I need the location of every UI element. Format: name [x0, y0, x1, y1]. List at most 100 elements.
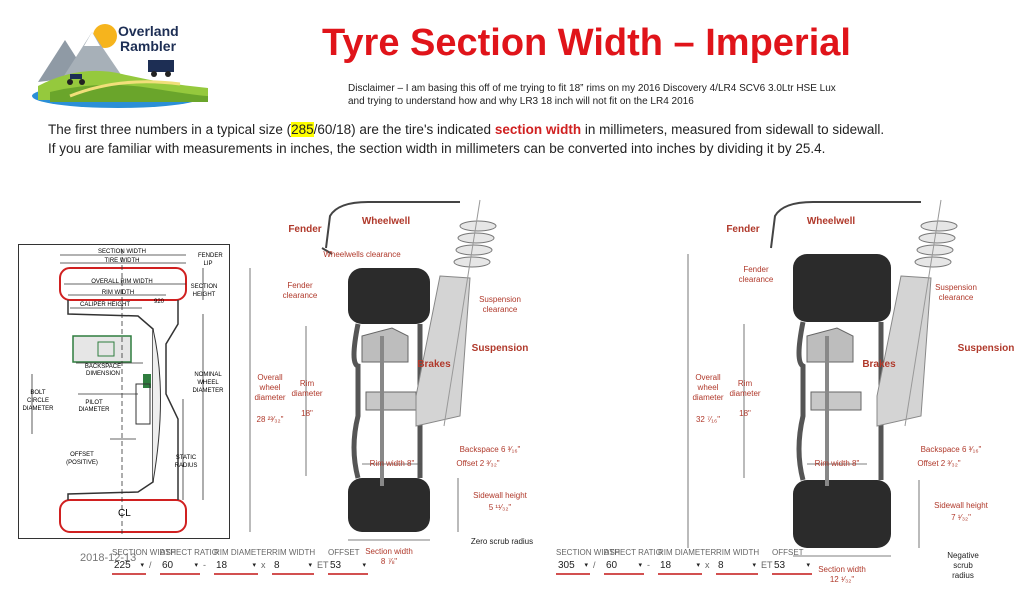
calc-value: 18 — [660, 559, 672, 571]
calc-separator: - — [647, 560, 650, 570]
intro-line-2: If you are familiar with measurements in… — [48, 141, 826, 156]
sidewall-height-label: Sidewall height — [934, 501, 989, 510]
calc-separator: / — [149, 560, 152, 570]
coil-spring-icon — [914, 256, 952, 268]
brakes-label: Brakes — [862, 359, 896, 370]
chevron-down-icon: ▾ — [638, 562, 642, 569]
calc-value: 60 — [606, 559, 618, 571]
chevron-down-icon: ▾ — [194, 562, 198, 569]
calc-select-rim-diameter[interactable]: 18 ▾ — [214, 557, 258, 575]
calc-value: 60 — [162, 559, 174, 571]
suspension-strut — [876, 275, 932, 427]
coil-spring-icon — [457, 232, 495, 244]
calc-label-offset: OFFSET — [328, 548, 360, 557]
label-section-height-2: HEIGHT — [193, 292, 216, 298]
calc-select-rim-diameter[interactable]: 18 ▾ — [658, 557, 702, 575]
wheelwell-outline — [770, 201, 921, 249]
chevron-down-icon: ▾ — [308, 562, 312, 569]
sidewall-height-label: Sidewall height — [473, 491, 528, 500]
calc-select-section-width[interactable]: 225 ▾ — [112, 557, 146, 575]
wheel-tech-diagram: SECTION WIDTH TIRE WIDTH FENDER LIP OVER… — [18, 244, 230, 539]
coil-spring-icon — [920, 220, 958, 232]
rim-width-label: Rim width 8" — [370, 459, 415, 468]
brand-line-1: Overland — [118, 23, 179, 39]
calc-value: 225 — [114, 559, 131, 571]
chevron-down-icon: ▾ — [806, 562, 810, 569]
chevron-down-icon: ▾ — [584, 562, 588, 569]
date-stamp: 2018-12-13 — [80, 552, 137, 564]
label-section-height: SECTION — [191, 284, 218, 290]
calc-label-offset: OFFSET — [772, 548, 804, 557]
chevron-down-icon: ▾ — [140, 562, 144, 569]
brand-line-2: Rambler — [120, 38, 177, 54]
calc-select-rim-width[interactable]: 8▾ — [272, 557, 314, 575]
calc-separator: ET — [761, 560, 773, 570]
chevron-down-icon: ▾ — [252, 562, 256, 569]
offset-label: Offset 2 ³⁄₃₂" — [917, 459, 960, 468]
coil-spring-icon — [916, 244, 954, 256]
calc-separator: ET — [317, 560, 329, 570]
calc-select-rim-width[interactable]: 8▾ — [716, 557, 758, 575]
calc-value: 18 — [216, 559, 228, 571]
calc-label-rim-diameter: RIM DIAMETER — [658, 548, 717, 557]
label-backspace-2: DIMENSION — [86, 371, 120, 377]
fender-label: Fender — [288, 224, 321, 235]
calc-label-section-width: SECTION WIDTH — [556, 548, 620, 557]
label-overall-rim-width: OVERALL RIM WIDTH — [91, 279, 152, 285]
centerline-icon: CL — [118, 508, 131, 519]
chevron-down-icon: ▾ — [752, 562, 756, 569]
calc-label-rim-width: RIM WIDTH — [272, 548, 316, 557]
tire-bottom — [348, 478, 430, 532]
rim-inner-edge — [796, 321, 806, 481]
label-tire-width: TIRE WIDTH — [105, 258, 140, 264]
brake-caliper — [806, 327, 854, 363]
wheelwell-label: Wheelwell — [362, 216, 411, 227]
intro-text-pre: The first three numbers in a typical siz… — [48, 122, 292, 137]
hub — [365, 391, 417, 411]
calc-select-offset[interactable]: 53 ▾ — [772, 557, 812, 575]
logo-art-icon — [32, 24, 208, 108]
chevron-down-icon: ▾ — [696, 562, 700, 569]
intro-text-mid: /60/18) are the tire's indicated — [313, 122, 495, 137]
label-bolt-circle-3: DIAMETER — [22, 406, 54, 412]
label-pilot: PILOT — [85, 400, 103, 406]
fender-label: Fender — [726, 224, 759, 235]
calc-select-section-width[interactable]: 305 ▾ — [556, 557, 590, 575]
calc-select-offset[interactable]: 53▾ — [328, 557, 368, 575]
rim-diameter-value: 18" — [739, 409, 751, 418]
offset-label: Offset 2 ³⁄₃₂" — [456, 459, 499, 468]
brakes-label: Brakes — [417, 359, 451, 370]
calc-value: 53 — [330, 559, 342, 571]
coil-spring-icon — [459, 220, 497, 232]
coil-spring-icon — [455, 244, 493, 256]
label-fender-lip-2: LIP — [203, 261, 212, 267]
calc-separator: x — [261, 560, 266, 570]
calc-value: 8 — [274, 559, 280, 571]
label-section-width: SECTION WIDTH — [98, 249, 146, 255]
wheelwell-label: Wheelwell — [807, 216, 856, 227]
sidewall-height-value: 7 ¹⁄₃₂" — [951, 513, 971, 522]
calc-value: 53 — [774, 559, 786, 571]
calc-select-aspect-ratio[interactable]: 60 ▾ — [604, 557, 644, 575]
label-fender-lip: FENDER — [198, 253, 223, 259]
rim-diameter-value: 18" — [301, 409, 313, 418]
calc-select-aspect-ratio[interactable]: 60 ▾ — [160, 557, 200, 575]
page-title: Tyre Section Width – Imperial — [322, 22, 851, 64]
backspace-label: Backspace 6 ³⁄₁₆" — [921, 445, 982, 454]
label-nominal-3: DIAMETER — [192, 388, 224, 394]
calc-value: 305 — [558, 559, 575, 571]
intro-text-post: in millimeters, measured from sidewall t… — [581, 122, 885, 137]
label-static: STATIC — [176, 455, 197, 461]
label-backspace: BACKSPACE — [85, 364, 121, 370]
steering-axis — [443, 199, 481, 427]
tire-top — [793, 254, 891, 322]
calc-label-rim-diameter: RIM DIAMETER — [214, 548, 273, 557]
calc-value: 8 — [718, 559, 724, 571]
intro-emphasis: section width — [494, 122, 582, 137]
